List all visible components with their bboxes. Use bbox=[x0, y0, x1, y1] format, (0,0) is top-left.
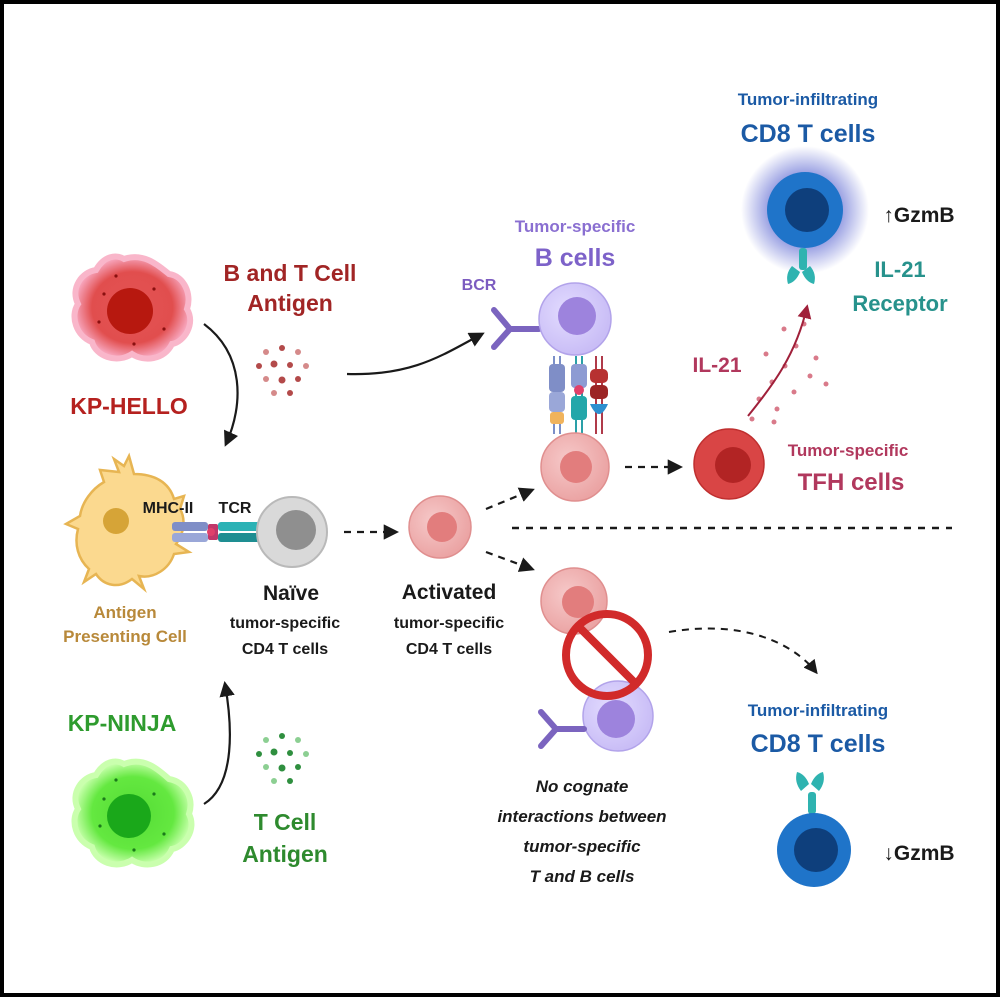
activated-line3: CD4 T cells bbox=[406, 641, 492, 658]
naive-cd4-t-cell bbox=[256, 496, 328, 568]
tfh-cell bbox=[693, 428, 765, 500]
t-antigen-label-line2: Antigen bbox=[242, 841, 328, 867]
no-cognate-line4: T and B cells bbox=[530, 867, 635, 886]
tfh-top-label: Tumor-specific bbox=[788, 441, 909, 460]
tcr-mhc-costim-bridge bbox=[549, 356, 608, 434]
arrow-activated-to-no-help-path bbox=[485, 550, 535, 572]
activated-title: Activated bbox=[402, 581, 497, 604]
naive-title: Naïve bbox=[263, 582, 319, 605]
cd8-bottom-title: CD8 T cells bbox=[751, 730, 886, 758]
il21-cytokine-dots bbox=[749, 321, 829, 425]
activated-line2: tumor-specific bbox=[394, 615, 504, 632]
cd8-bottom-small-label: Tumor-infiltrating bbox=[748, 701, 888, 720]
tfh-title: TFH cells bbox=[798, 469, 905, 496]
bt-antigen-label-line1: B and T Cell bbox=[224, 260, 357, 286]
naive-line2: tumor-specific bbox=[230, 615, 340, 632]
activated-cd4-t-cell bbox=[408, 495, 472, 559]
no-cognate-line1: No cognate bbox=[536, 777, 629, 796]
t-cell-under-bcell bbox=[540, 432, 610, 502]
cd8-t-cell-top-high-gzmb bbox=[741, 146, 869, 274]
gzmb-up-label: ↑GzmB bbox=[883, 204, 954, 227]
t-antigen-label-line1: T Cell bbox=[254, 809, 317, 835]
apc-label-line1: Antigen bbox=[93, 603, 156, 622]
apc-label-line2: Presenting Cell bbox=[63, 627, 187, 646]
bt-antigen-label-line2: Antigen bbox=[247, 290, 333, 316]
antigen-presenting-cell bbox=[63, 452, 193, 594]
il21-receptor-bottom bbox=[796, 772, 824, 814]
t-cell-no-help bbox=[540, 567, 608, 635]
kp-ninja-label: KP-NINJA bbox=[68, 710, 177, 736]
arrow-activated-to-tfh-path bbox=[485, 487, 535, 511]
arrow-antigen-to-bcell bbox=[346, 332, 485, 376]
kp-hello-tumor-cell bbox=[71, 253, 194, 362]
no-cognate-line3: tumor-specific bbox=[523, 837, 641, 856]
t-antigen-dots bbox=[256, 733, 309, 784]
tcr-label: TCR bbox=[219, 500, 252, 517]
cd8-t-cell-bottom-low-gzmb bbox=[777, 813, 851, 887]
mhc-tcr-complex bbox=[172, 522, 260, 542]
arrow-il21-to-receptor bbox=[747, 304, 812, 417]
b-cell-top bbox=[538, 282, 612, 356]
bcells-title: B cells bbox=[535, 244, 616, 272]
gzmb-down-label: ↓GzmB bbox=[883, 842, 954, 865]
arrow-to-cd8-bottom bbox=[668, 627, 818, 675]
bcr-label: BCR bbox=[462, 277, 497, 294]
no-cognate-line2: interactions between bbox=[497, 807, 666, 826]
arrow-ninja-to-apc bbox=[203, 680, 235, 805]
prohibited-icon bbox=[562, 610, 652, 700]
il21-label: IL-21 bbox=[692, 354, 741, 377]
il21-receptor-top bbox=[787, 248, 815, 284]
diagram-canvas: KP-HELLO B and T Cell Antigen Antigen Pr… bbox=[63, 90, 955, 887]
cd8-top-title: CD8 T cells bbox=[741, 120, 876, 148]
bt-antigen-dots bbox=[256, 345, 309, 396]
kp-ninja-tumor-cell bbox=[71, 758, 195, 868]
kp-hello-label: KP-HELLO bbox=[70, 393, 188, 419]
bcr-antibody-icon bbox=[491, 307, 542, 350]
naive-line3: CD4 T cells bbox=[242, 641, 328, 658]
bcells-top-label: Tumor-specific bbox=[515, 217, 636, 236]
il21r-label-line1: IL-21 bbox=[874, 257, 925, 282]
il21r-label-line2: Receptor bbox=[852, 291, 948, 316]
mhc-label: MHC-II bbox=[143, 500, 194, 517]
arrow-hello-to-apc bbox=[203, 323, 239, 447]
bcr-antibody-icon-bottom bbox=[538, 709, 587, 749]
cd8-top-small-label: Tumor-infiltrating bbox=[738, 90, 878, 109]
